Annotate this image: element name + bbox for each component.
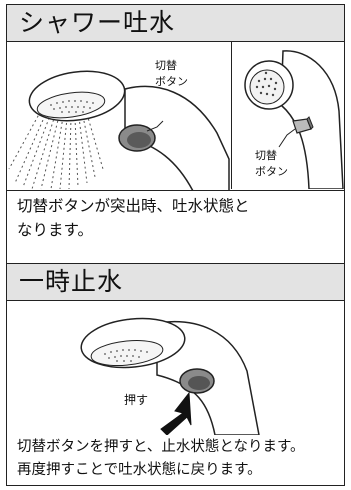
section-title-stop: 一時止水: [19, 267, 124, 296]
switch-button-protruding-icon: [292, 116, 314, 134]
shower-spray-illustration: 切替 ボタン: [8, 58, 230, 191]
water-spray: [8, 106, 104, 190]
switch-button-pressed-icon: [179, 368, 215, 394]
section-header-stop: 一時止水: [7, 263, 344, 301]
shower-description: 切替ボタンが突出時、吐水状態と なります。: [17, 194, 338, 242]
instruction-panel: シャワー吐水: [6, 4, 345, 486]
description-line: 再度押すことで吐水状態に戻ります。: [17, 462, 262, 478]
description-line: なります。: [17, 221, 93, 239]
inset-label-line2: ボタン: [255, 165, 288, 178]
button-label-line1: 切替: [155, 58, 177, 72]
button-closeup-illustration: 切替 ボタン: [244, 50, 344, 189]
section-header-shower: シャワー吐水: [7, 5, 344, 42]
press-label: 押す: [124, 393, 148, 407]
inset-label-line1: 切替: [255, 148, 277, 162]
divider: [231, 41, 232, 189]
description-line: 切替ボタンが突出時、吐水状態と: [17, 197, 250, 215]
section-title-shower: シャワー吐水: [19, 8, 176, 37]
description-line: 切替ボタンを押すと、止水状態となります。: [17, 439, 305, 455]
switch-button-icon: [118, 124, 156, 152]
press-arrow-icon: [160, 391, 192, 435]
stop-water-illustration: 押す: [80, 317, 260, 435]
divider: [7, 190, 344, 191]
button-label-line2: ボタン: [155, 75, 188, 88]
stop-description: 切替ボタンを押すと、止水状態となります。 再度押すことで吐水状態に戻ります。: [17, 436, 338, 482]
